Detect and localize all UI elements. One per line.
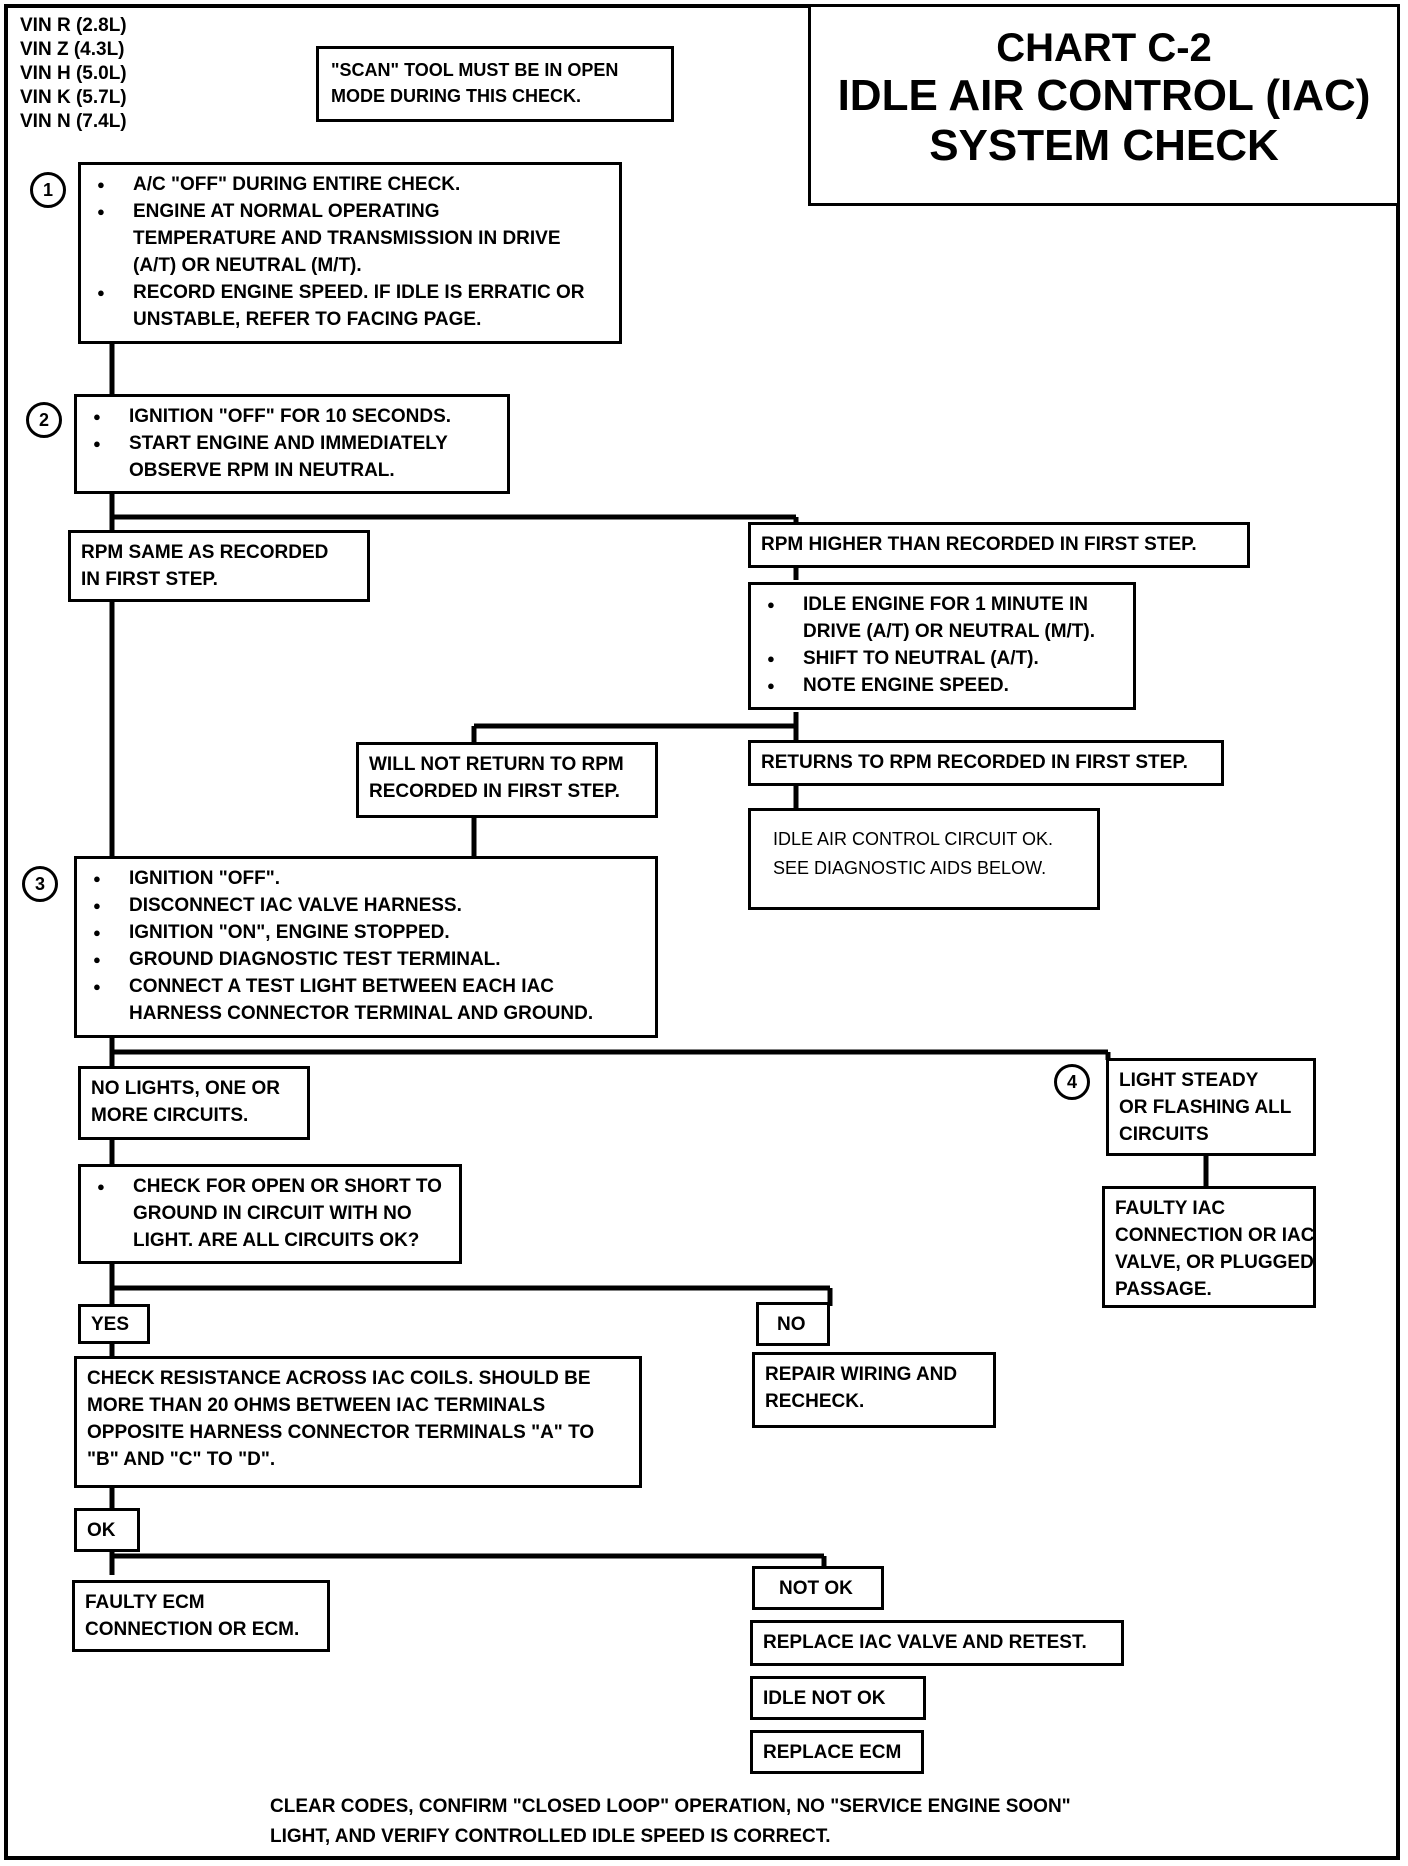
step-3-item: IGNITION "OFF".	[93, 865, 645, 892]
vin-item: VIN H (5.0L)	[20, 63, 127, 84]
vin-item: VIN R (2.8L)	[20, 15, 127, 36]
check-resistance-box: CHECK RESISTANCE ACROSS IAC COILS. SHOUL…	[74, 1356, 642, 1488]
rpm-higher-box: RPM HIGHER THAN RECORDED IN FIRST STEP.	[748, 522, 1250, 568]
chart-title-line-1: IDLE AIR CONTROL (IAC)	[837, 71, 1371, 120]
not-ok-box: NOT OK	[752, 1566, 884, 1610]
vin-item: VIN Z (4.3L)	[20, 39, 125, 60]
step-3-item: IGNITION "ON", ENGINE STOPPED.	[93, 919, 645, 946]
step-2-box: IGNITION "OFF" FOR 10 SECONDS. START ENG…	[74, 394, 510, 494]
step-3-box: IGNITION "OFF". DISCONNECT IAC VALVE HAR…	[74, 856, 658, 1038]
no-box: NO	[756, 1302, 830, 1346]
vin-item: VIN K (5.7L)	[20, 87, 127, 108]
replace-ecm-box: REPLACE ECM	[750, 1730, 924, 1774]
chart-title-line-2: SYSTEM CHECK	[929, 121, 1279, 170]
no-lights-box: NO LIGHTS, ONE OR MORE CIRCUITS.	[78, 1066, 310, 1140]
footer-line: CLEAR CODES, CONFIRM "CLOSED LOOP" OPERA…	[270, 1796, 1071, 1817]
repair-wiring-box: REPAIR WIRING AND RECHECK.	[752, 1352, 996, 1428]
step-1-item: RECORD ENGINE SPEED. IF IDLE IS ERRATIC …	[97, 279, 609, 333]
vin-item: VIN N (7.4L)	[20, 111, 127, 132]
replace-iac-box: REPLACE IAC VALVE AND RETEST.	[750, 1620, 1124, 1666]
footer-note: CLEAR CODES, CONFIRM "CLOSED LOOP" OPERA…	[270, 1792, 1170, 1852]
ok-box: OK	[74, 1508, 140, 1552]
chart-number: CHART C-2	[996, 26, 1212, 70]
step-3-marker: 3	[22, 866, 58, 902]
step-1-box: A/C "OFF" DURING ENTIRE CHECK. ENGINE AT…	[78, 162, 622, 344]
step-3-item: GROUND DIAGNOSTIC TEST TERMINAL.	[93, 946, 645, 973]
step-4-marker: 4	[1054, 1064, 1090, 1100]
idle-item: NOTE ENGINE SPEED.	[767, 672, 1123, 699]
rpm-same-box: RPM SAME AS RECORDED IN FIRST STEP.	[68, 530, 370, 602]
step-1-item: A/C "OFF" DURING ENTIRE CHECK.	[97, 171, 609, 198]
will-not-return-box: WILL NOT RETURN TO RPM RECORDED IN FIRST…	[356, 742, 658, 818]
footer-line: LIGHT, AND VERIFY CONTROLLED IDLE SPEED …	[270, 1826, 831, 1847]
step-2-marker: 2	[26, 402, 62, 438]
idle-item: SHIFT TO NEUTRAL (A/T).	[767, 645, 1123, 672]
faulty-iac-box: FAULTY IAC CONNECTION OR IAC VALVE, OR P…	[1102, 1186, 1316, 1308]
page-border	[4, 4, 1400, 1860]
iac-circuit-ok-box: IDLE AIR CONTROL CIRCUIT OK. SEE DIAGNOS…	[748, 808, 1100, 910]
idle-not-ok-box: IDLE NOT OK	[750, 1676, 926, 1720]
light-steady-box: LIGHT STEADY OR FLASHING ALL CIRCUITS	[1106, 1058, 1316, 1156]
yes-box: YES	[78, 1304, 150, 1344]
returns-box: RETURNS TO RPM RECORDED IN FIRST STEP.	[748, 740, 1224, 786]
step-3-item: DISCONNECT IAC VALVE HARNESS.	[93, 892, 645, 919]
chart-title-box: CHART C-2 IDLE AIR CONTROL (IAC) SYSTEM …	[808, 4, 1400, 206]
scan-tool-note: "SCAN" TOOL MUST BE IN OPEN MODE DURING …	[316, 46, 674, 122]
vin-list: VIN R (2.8L) VIN Z (4.3L) VIN H (5.0L) V…	[20, 14, 127, 134]
step-3-item: CONNECT A TEST LIGHT BETWEEN EACH IACHAR…	[93, 973, 645, 1027]
faulty-ecm-box: FAULTY ECM CONNECTION OR ECM.	[72, 1580, 330, 1652]
step-1-marker: 1	[30, 172, 66, 208]
step-2-item: IGNITION "OFF" FOR 10 SECONDS.	[93, 403, 497, 430]
